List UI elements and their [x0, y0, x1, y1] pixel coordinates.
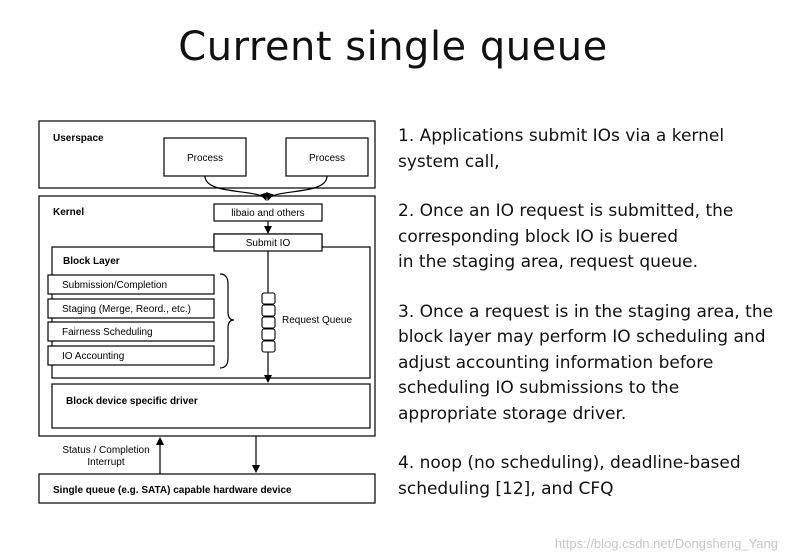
item4-line1: 4. noop (no scheduling), deadline-based [398, 453, 741, 473]
process-label-1: Process [187, 153, 223, 164]
block-item-label-3: Fairness Scheduling [62, 327, 153, 338]
item3-line4: scheduling IO submissions to the [398, 378, 680, 398]
libaio-label: libaio and others [231, 208, 304, 219]
hardware-box: Single queue (e.g. SATA) capable hardwar… [38, 473, 376, 504]
block-item-submission: Submission/Completion [47, 274, 215, 295]
libaio-box: libaio and others [213, 203, 323, 222]
description-item-3: 3. Once a request is in the staging area… [398, 300, 778, 428]
item3-line2: block layer may perform IO scheduling an… [398, 327, 766, 347]
driver-box: Block device specific driver [51, 383, 371, 429]
block-layer-label: Block Layer [63, 256, 120, 267]
item1-line1: 1. Applications submit IOs via a kernel [398, 126, 725, 146]
item4-line2: scheduling [12], and CFQ [398, 478, 614, 499]
description-item-4: 4. noop (no scheduling), deadline-based … [398, 451, 778, 502]
block-item-fairness: Fairness Scheduling [47, 321, 215, 342]
process-box-1: Process [163, 137, 247, 177]
block-item-label-4: IO Accounting [62, 351, 124, 362]
block-item-label-1: Submission/Completion [62, 280, 167, 291]
item2-line1: 2. Once an IO request is submitted, the [398, 201, 734, 221]
process-1-arrow [204, 175, 268, 201]
submit-io-label-front: Submit IO [246, 238, 291, 249]
block-item-accounting: IO Accounting [47, 345, 215, 366]
item1-line2: system call, [398, 151, 500, 172]
request-queue [261, 292, 276, 353]
hardware-label: Single queue (e.g. SATA) capable hardwar… [53, 485, 292, 496]
block-item-staging: Staging (Merge, Reord., etc.) [47, 298, 215, 319]
block-item-label-2: Staging (Merge, Reord., etc.) [62, 304, 191, 315]
item3-line1: 3. Once a request is in the staging area… [398, 301, 774, 322]
description-item-2: 2. Once an IO request is submitted, the … [398, 199, 778, 276]
request-queue-label: Request Queue [282, 315, 352, 326]
status-label-line1: Status / Completion [62, 445, 149, 456]
brace [219, 273, 235, 369]
driver-label: Block device specific driver [66, 396, 198, 407]
watermark: https://blog.csdn.net/Dongsheng_Yang [554, 536, 778, 551]
item3-line3: adjust accounting information before [398, 352, 714, 373]
status-label-line2: Interrupt [87, 457, 124, 468]
kernel-label: Kernel [53, 207, 84, 218]
item2-line2: corresponding block IO is buered [398, 226, 679, 247]
slide-title: Current single queue [178, 24, 608, 70]
item3-line5: appropriate storage driver. [398, 403, 627, 424]
process-label-2: Process [309, 153, 345, 164]
process-2-arrow [266, 175, 328, 201]
description-text: 1. Applications submit IOs via a kernel … [398, 124, 778, 526]
userspace-label: Userspace [53, 133, 104, 144]
process-box-2: Process [285, 137, 369, 177]
item2-line3: in the staging area, request queue. [398, 252, 699, 272]
description-item-1: 1. Applications submit IOs via a kernel … [398, 124, 778, 175]
